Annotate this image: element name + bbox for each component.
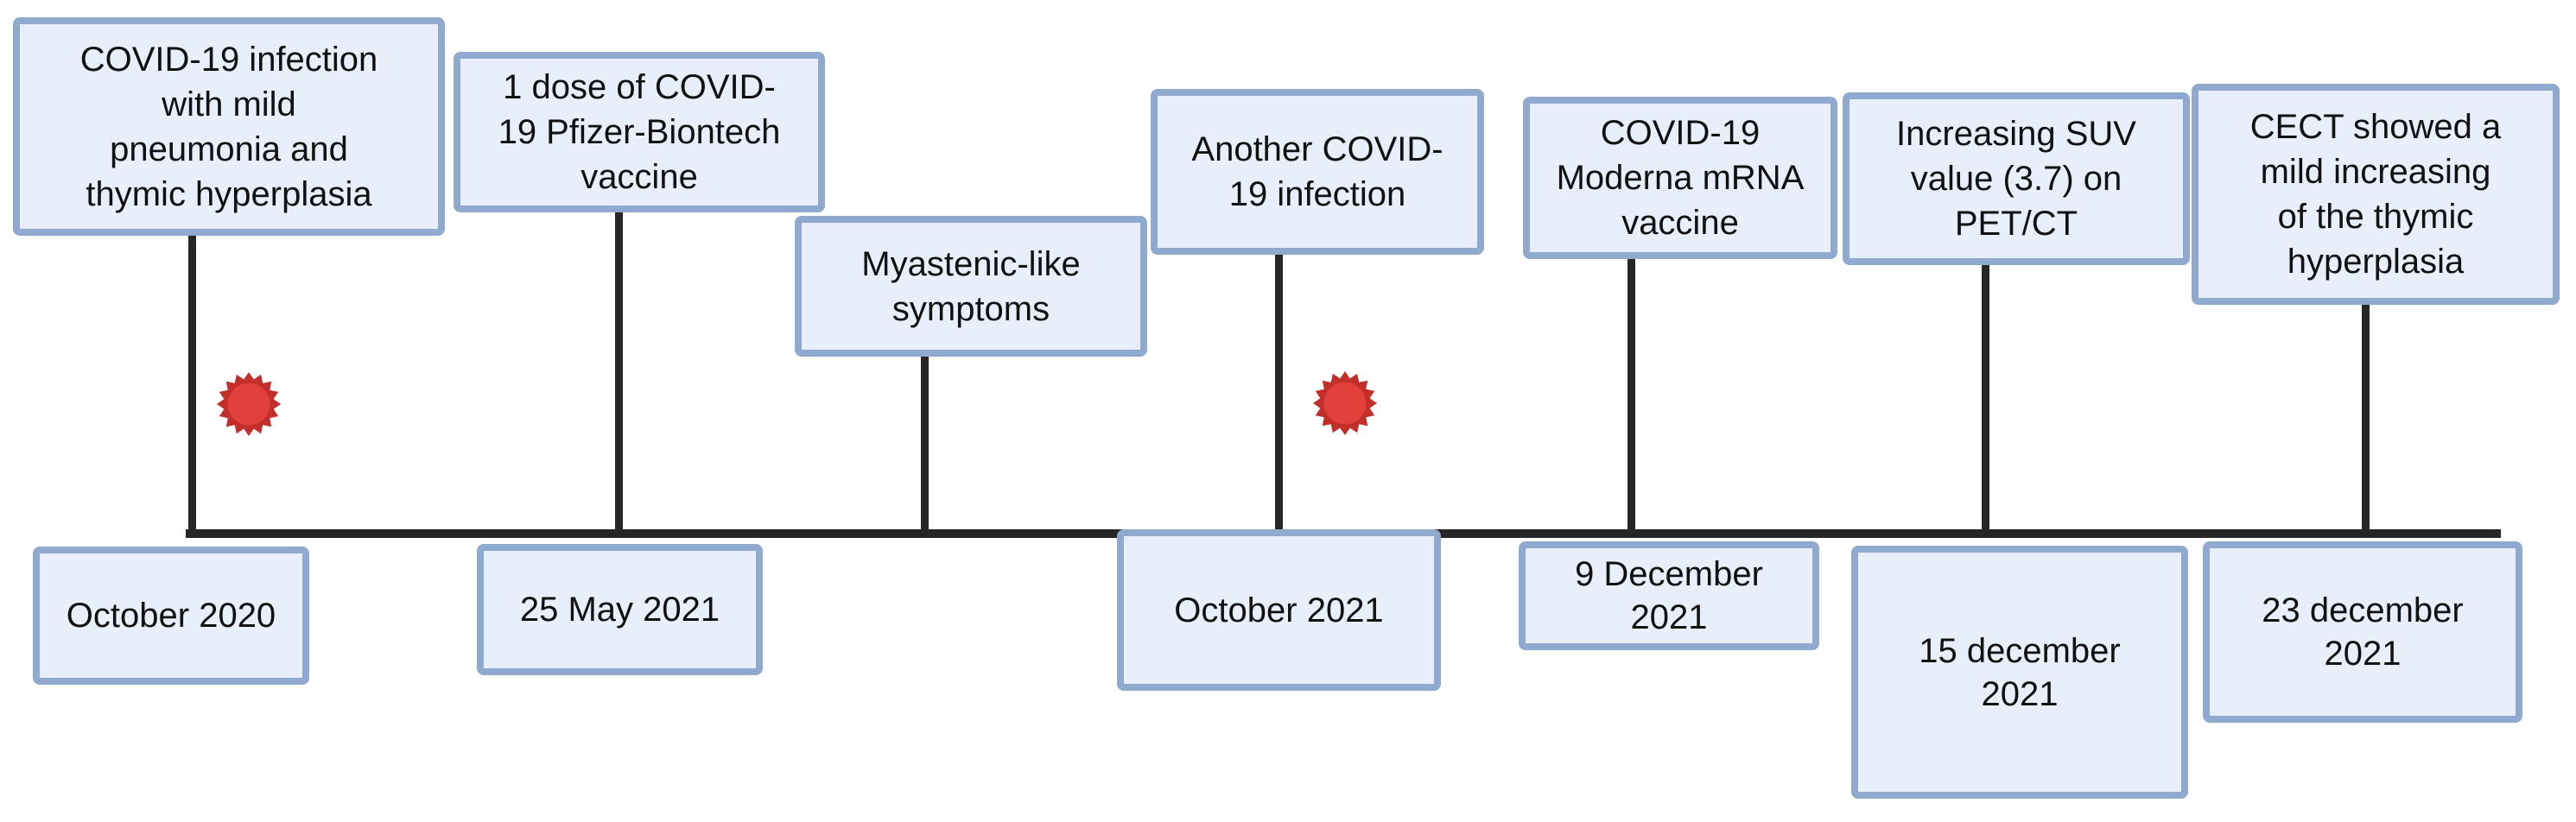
date-label: 9 December 2021 <box>1575 555 1763 636</box>
date-box-25-may-2021: 25 May 2021 <box>477 544 763 675</box>
event-box-myastenic-symptoms: Myastenic-like symptoms <box>795 216 1147 357</box>
event-connector <box>615 211 623 534</box>
event-connector <box>2362 302 2370 534</box>
event-box-pfizer-vaccine: 1 dose of COVID-19 Pfizer-Biontech vacci… <box>454 52 825 212</box>
virus-icon <box>1312 370 1378 436</box>
event-box-second-infection: Another COVID-19 infection <box>1151 89 1484 255</box>
event-box-cect-hyperplasia: CECT showed a mild increasing of the thy… <box>2192 84 2560 305</box>
event-box-suv-petct: Increasing SUV value (3.7) on PET/CT <box>1843 92 2190 265</box>
event-label: Another COVID-19 infection <box>1191 130 1443 213</box>
event-connector <box>188 234 196 534</box>
event-label: 1 dose of COVID-19 Pfizer-Biontech vacci… <box>498 68 781 196</box>
event-box-covid-infection: COVID-19 infection with mild pneumonia a… <box>13 17 445 236</box>
virus-icon <box>216 371 282 437</box>
event-connector <box>1275 253 1283 534</box>
date-box-october-2020: October 2020 <box>33 547 309 685</box>
date-label: 25 May 2021 <box>519 591 720 629</box>
date-label: 15 december 2021 <box>1919 631 2121 713</box>
event-label: Myastenic-like symptoms <box>861 244 1081 328</box>
event-label: COVID-19 infection with mild pneumonia a… <box>79 40 378 213</box>
date-label: 23 december 2021 <box>2262 591 2464 673</box>
event-label: COVID-19 Moderna mRNA vaccine <box>1556 114 1805 242</box>
date-box-23-december-2021: 23 december 2021 <box>2203 541 2522 723</box>
event-label: CECT showed a mild increasing of the thy… <box>2249 108 2502 281</box>
date-box-october-2021: October 2021 <box>1117 529 1441 691</box>
date-box-15-december-2021: 15 december 2021 <box>1851 546 2188 799</box>
date-label: October 2020 <box>66 597 276 635</box>
event-connector <box>1982 263 1989 534</box>
event-box-moderna-vaccine: COVID-19 Moderna mRNA vaccine <box>1523 97 1837 259</box>
event-connector <box>921 355 929 534</box>
date-box-9-december-2021: 9 December 2021 <box>1519 541 1819 650</box>
event-connector <box>1627 257 1635 534</box>
event-label: Increasing SUV value (3.7) on PET/CT <box>1896 115 2136 243</box>
date-label: October 2021 <box>1174 591 1384 629</box>
